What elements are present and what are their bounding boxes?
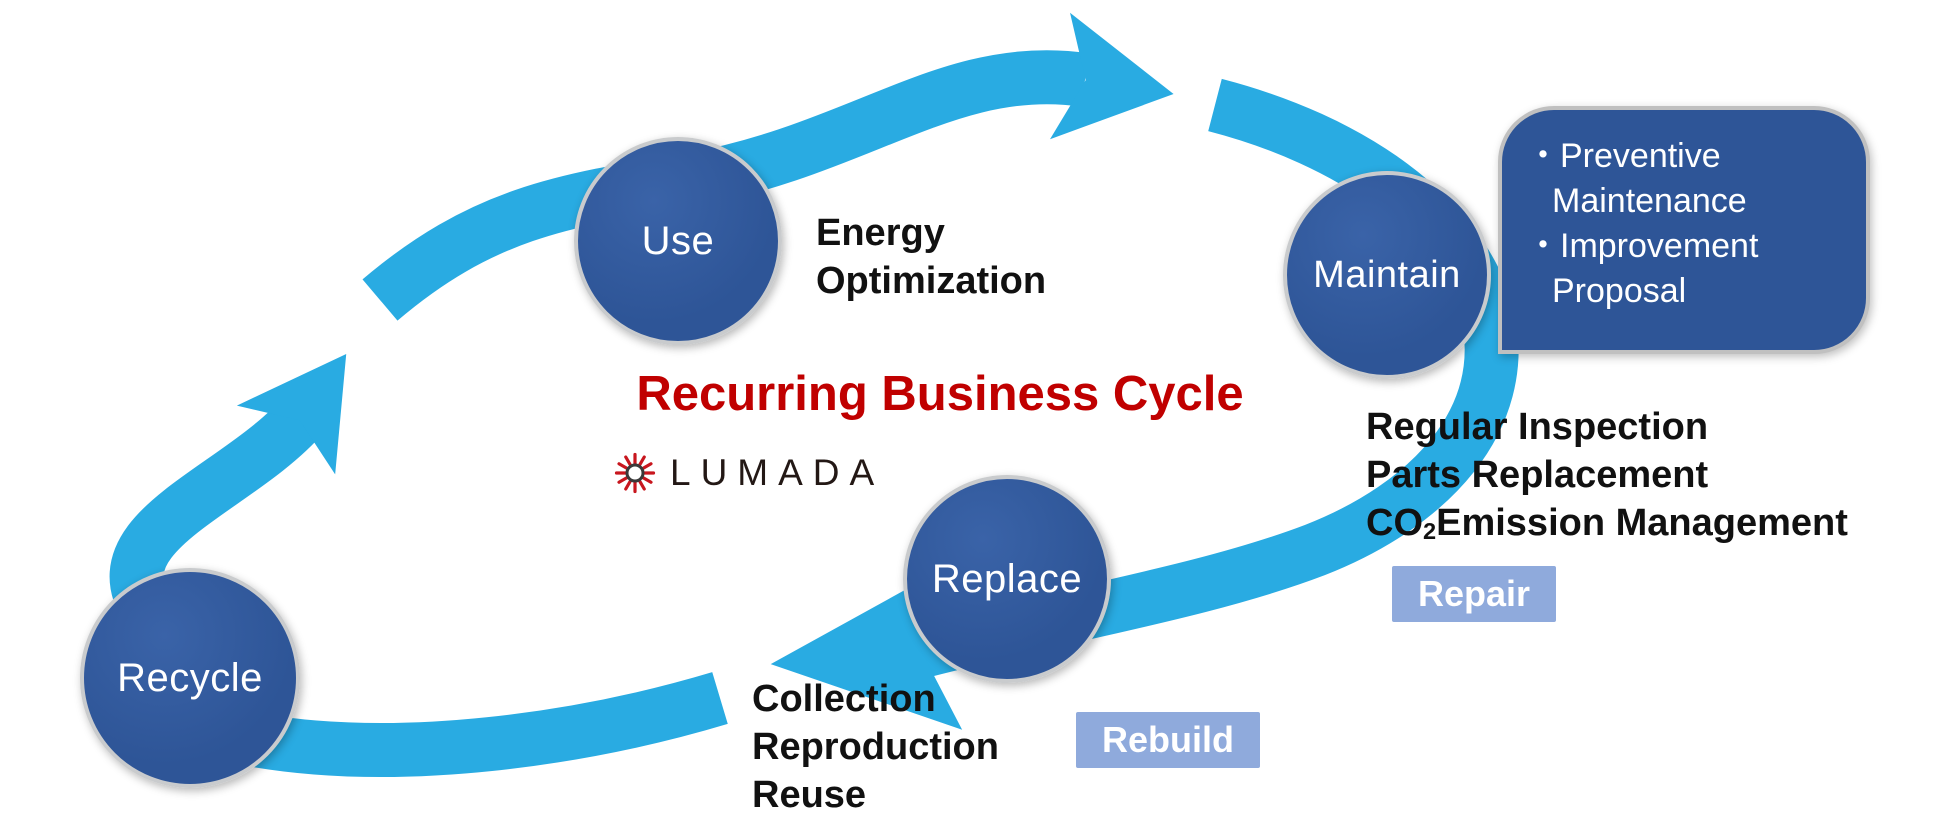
node-use-label: Use (641, 218, 715, 263)
energy-line: Energy (816, 212, 945, 254)
collection-note-line: Reproduction (752, 725, 999, 768)
co2-rest: Emission Management (1436, 501, 1848, 544)
callout-line: Maintenance (1552, 181, 1747, 220)
co2-note-line: CO2Emission Management (1366, 500, 1848, 548)
repair-badge: Repair (1392, 566, 1557, 622)
node-replace: Replace (903, 475, 1111, 683)
callout-line: Proposal (1552, 271, 1687, 310)
node-replace-label: Replace (931, 556, 1083, 601)
co2-prefix: CO (1366, 501, 1423, 544)
maintain-note-line: Parts Replacement (1366, 453, 1709, 496)
collection-notes: Collection Reproduction Reuse (752, 676, 999, 820)
maintain-callout: ・Preventive Maintenance ・Improvement Pro… (1498, 106, 1870, 354)
maintain-notes: Regular Inspection Parts Replacement CO2… (1366, 404, 1848, 548)
rebuild-badge: Rebuild (1076, 712, 1260, 768)
energy-optimization-label: Energy Optimization (816, 210, 1046, 306)
arrowhead-top-icon (1049, 12, 1174, 140)
co2-subscript: 2 (1423, 518, 1437, 545)
maintain-note-line: Regular Inspection (1366, 406, 1709, 448)
arrowhead-up-left-icon (236, 353, 347, 475)
lumada-sun-icon (614, 452, 656, 494)
collection-note-line: Reuse (752, 773, 867, 816)
callout-line: ・Preventive (1526, 137, 1721, 175)
diagram-title: Recurring Business Cycle (636, 367, 1244, 421)
node-recycle-label: Recycle (117, 655, 263, 700)
node-maintain: Maintain (1283, 171, 1491, 379)
collection-note-line: Collection (752, 678, 936, 720)
node-use: Use (574, 137, 782, 345)
node-maintain-label: Maintain (1313, 253, 1461, 296)
callout-line: ・Improvement (1526, 226, 1759, 265)
energy-line: Optimization (816, 259, 1047, 302)
lumada-logo-text: LUMADA (670, 452, 885, 493)
node-recycle: Recycle (80, 568, 300, 788)
lumada-logo: LUMADA (612, 450, 884, 496)
